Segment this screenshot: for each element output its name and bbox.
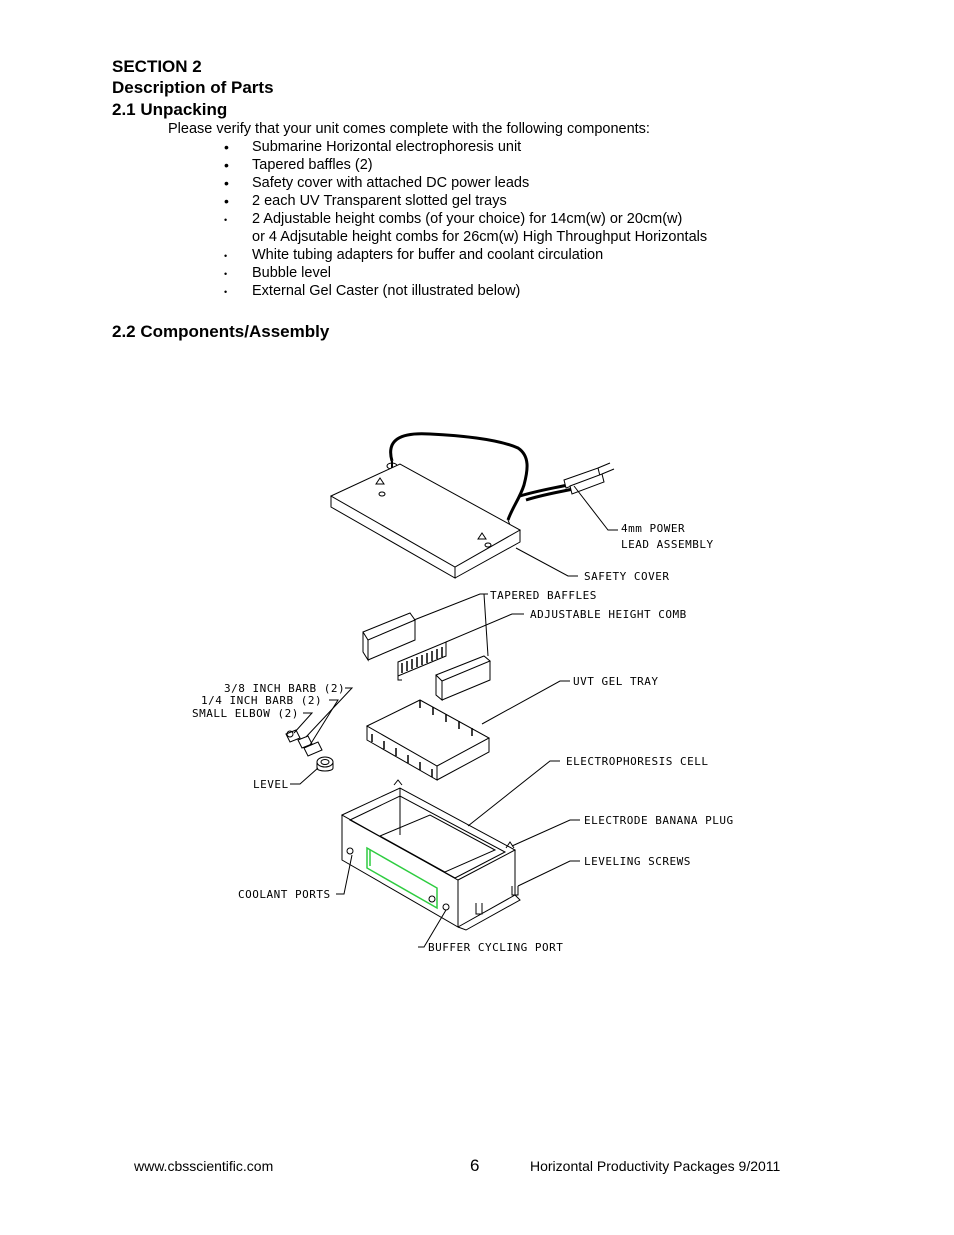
label-banana-plug: ELECTRODE BANANA PLUG <box>584 814 734 827</box>
list-item-text: Tapered baffles (2) <box>252 157 373 173</box>
bullet: • <box>224 269 228 279</box>
bullet: • <box>224 215 228 225</box>
page-number: 6 <box>470 1156 480 1175</box>
label-leveling-screws: LEVELING SCREWS <box>584 855 691 868</box>
components-heading: 2.2 Components/Assembly <box>112 322 330 341</box>
list-item-text: 2 each UV Transparent slotted gel trays <box>252 193 507 209</box>
list-item: • 2 each UV Transparent slotted gel trays <box>222 192 707 210</box>
label-adjustable-comb: ADJUSTABLE HEIGHT COMB <box>530 608 687 621</box>
label-power-lead: LEAD ASSEMBLY <box>621 538 714 551</box>
label-level: LEVEL <box>253 778 289 791</box>
section-title: Description of Parts <box>112 78 274 97</box>
list-item-text: White tubing adapters for buffer and coo… <box>252 247 604 263</box>
safety-cover <box>329 463 522 579</box>
list-item: • 2 Adjustable height combs (of your choi… <box>222 210 707 246</box>
bullet: • <box>224 287 228 297</box>
label-cell: ELECTROPHORESIS CELL <box>566 755 708 768</box>
list-item: • External Gel Caster (not illustrated be… <box>222 282 707 300</box>
diagram-labels: 4mm POWER LEAD ASSEMBLY SAFETY COVER TAP… <box>192 522 734 954</box>
label-small-elbow: SMALL ELBOW (2) <box>192 707 299 720</box>
label-safety-cover: SAFETY COVER <box>584 570 669 583</box>
tapered-baffle <box>362 612 416 662</box>
list-item: • Safety cover with attached DC power lea… <box>222 174 707 192</box>
bullet: • <box>224 251 228 261</box>
bullet: • <box>224 193 229 209</box>
list-item: • Submarine Horizontal electrophoresis un… <box>222 138 707 156</box>
leader-lines <box>290 485 618 948</box>
list-item: • Tapered baffles (2) <box>222 156 707 174</box>
label-uvt-tray: UVT GEL TRAY <box>573 675 658 688</box>
tapered-baffle <box>435 655 491 702</box>
label-buffer-port: BUFFER CYCLING PORT <box>428 941 563 954</box>
label-coolant-ports: COOLANT PORTS <box>238 888 331 901</box>
list-item-text: Submarine Horizontal electrophoresis uni… <box>252 139 522 155</box>
list-item-text-continued: or 4 Adjsutable height combs for 26cm(w)… <box>252 229 708 245</box>
adjustable-height-comb <box>397 641 447 681</box>
bullet: • <box>224 139 229 155</box>
list-item-text: Bubble level <box>252 265 331 281</box>
section-number: SECTION 2 <box>112 57 202 76</box>
list-item-text: 2 Adjustable height combs (of your choic… <box>252 211 683 227</box>
footer-website: www.cbsscientific.com <box>134 1158 274 1174</box>
uvt-gel-tray <box>365 699 491 781</box>
label-barb-14: 1/4 INCH BARB (2) <box>201 694 322 707</box>
electrophoresis-cell <box>340 779 521 931</box>
label-power-lead: 4mm POWER <box>621 522 685 535</box>
component-list: • Submarine Horizontal electrophoresis un… <box>222 138 707 300</box>
unpacking-intro: Please verify that your unit comes compl… <box>168 121 650 137</box>
footer-doc-title: Horizontal Productivity Packages 9/2011 <box>530 1158 781 1174</box>
tubing-fittings <box>285 729 323 757</box>
bubble-level <box>316 756 334 772</box>
unpacking-heading: 2.1 Unpacking <box>112 100 228 119</box>
list-item: • White tubing adapters for buffer and co… <box>222 246 707 264</box>
bullet: • <box>224 157 229 173</box>
list-item-text: External Gel Caster (not illustrated bel… <box>252 283 521 299</box>
bullet: • <box>224 175 229 191</box>
list-item: • Bubble level <box>222 264 707 282</box>
label-barb-38: 3/8 INCH BARB (2) <box>224 682 345 695</box>
label-tapered-baffles: TAPERED BAFFLES <box>490 589 597 602</box>
list-item-text: Safety cover with attached DC power lead… <box>252 175 530 191</box>
